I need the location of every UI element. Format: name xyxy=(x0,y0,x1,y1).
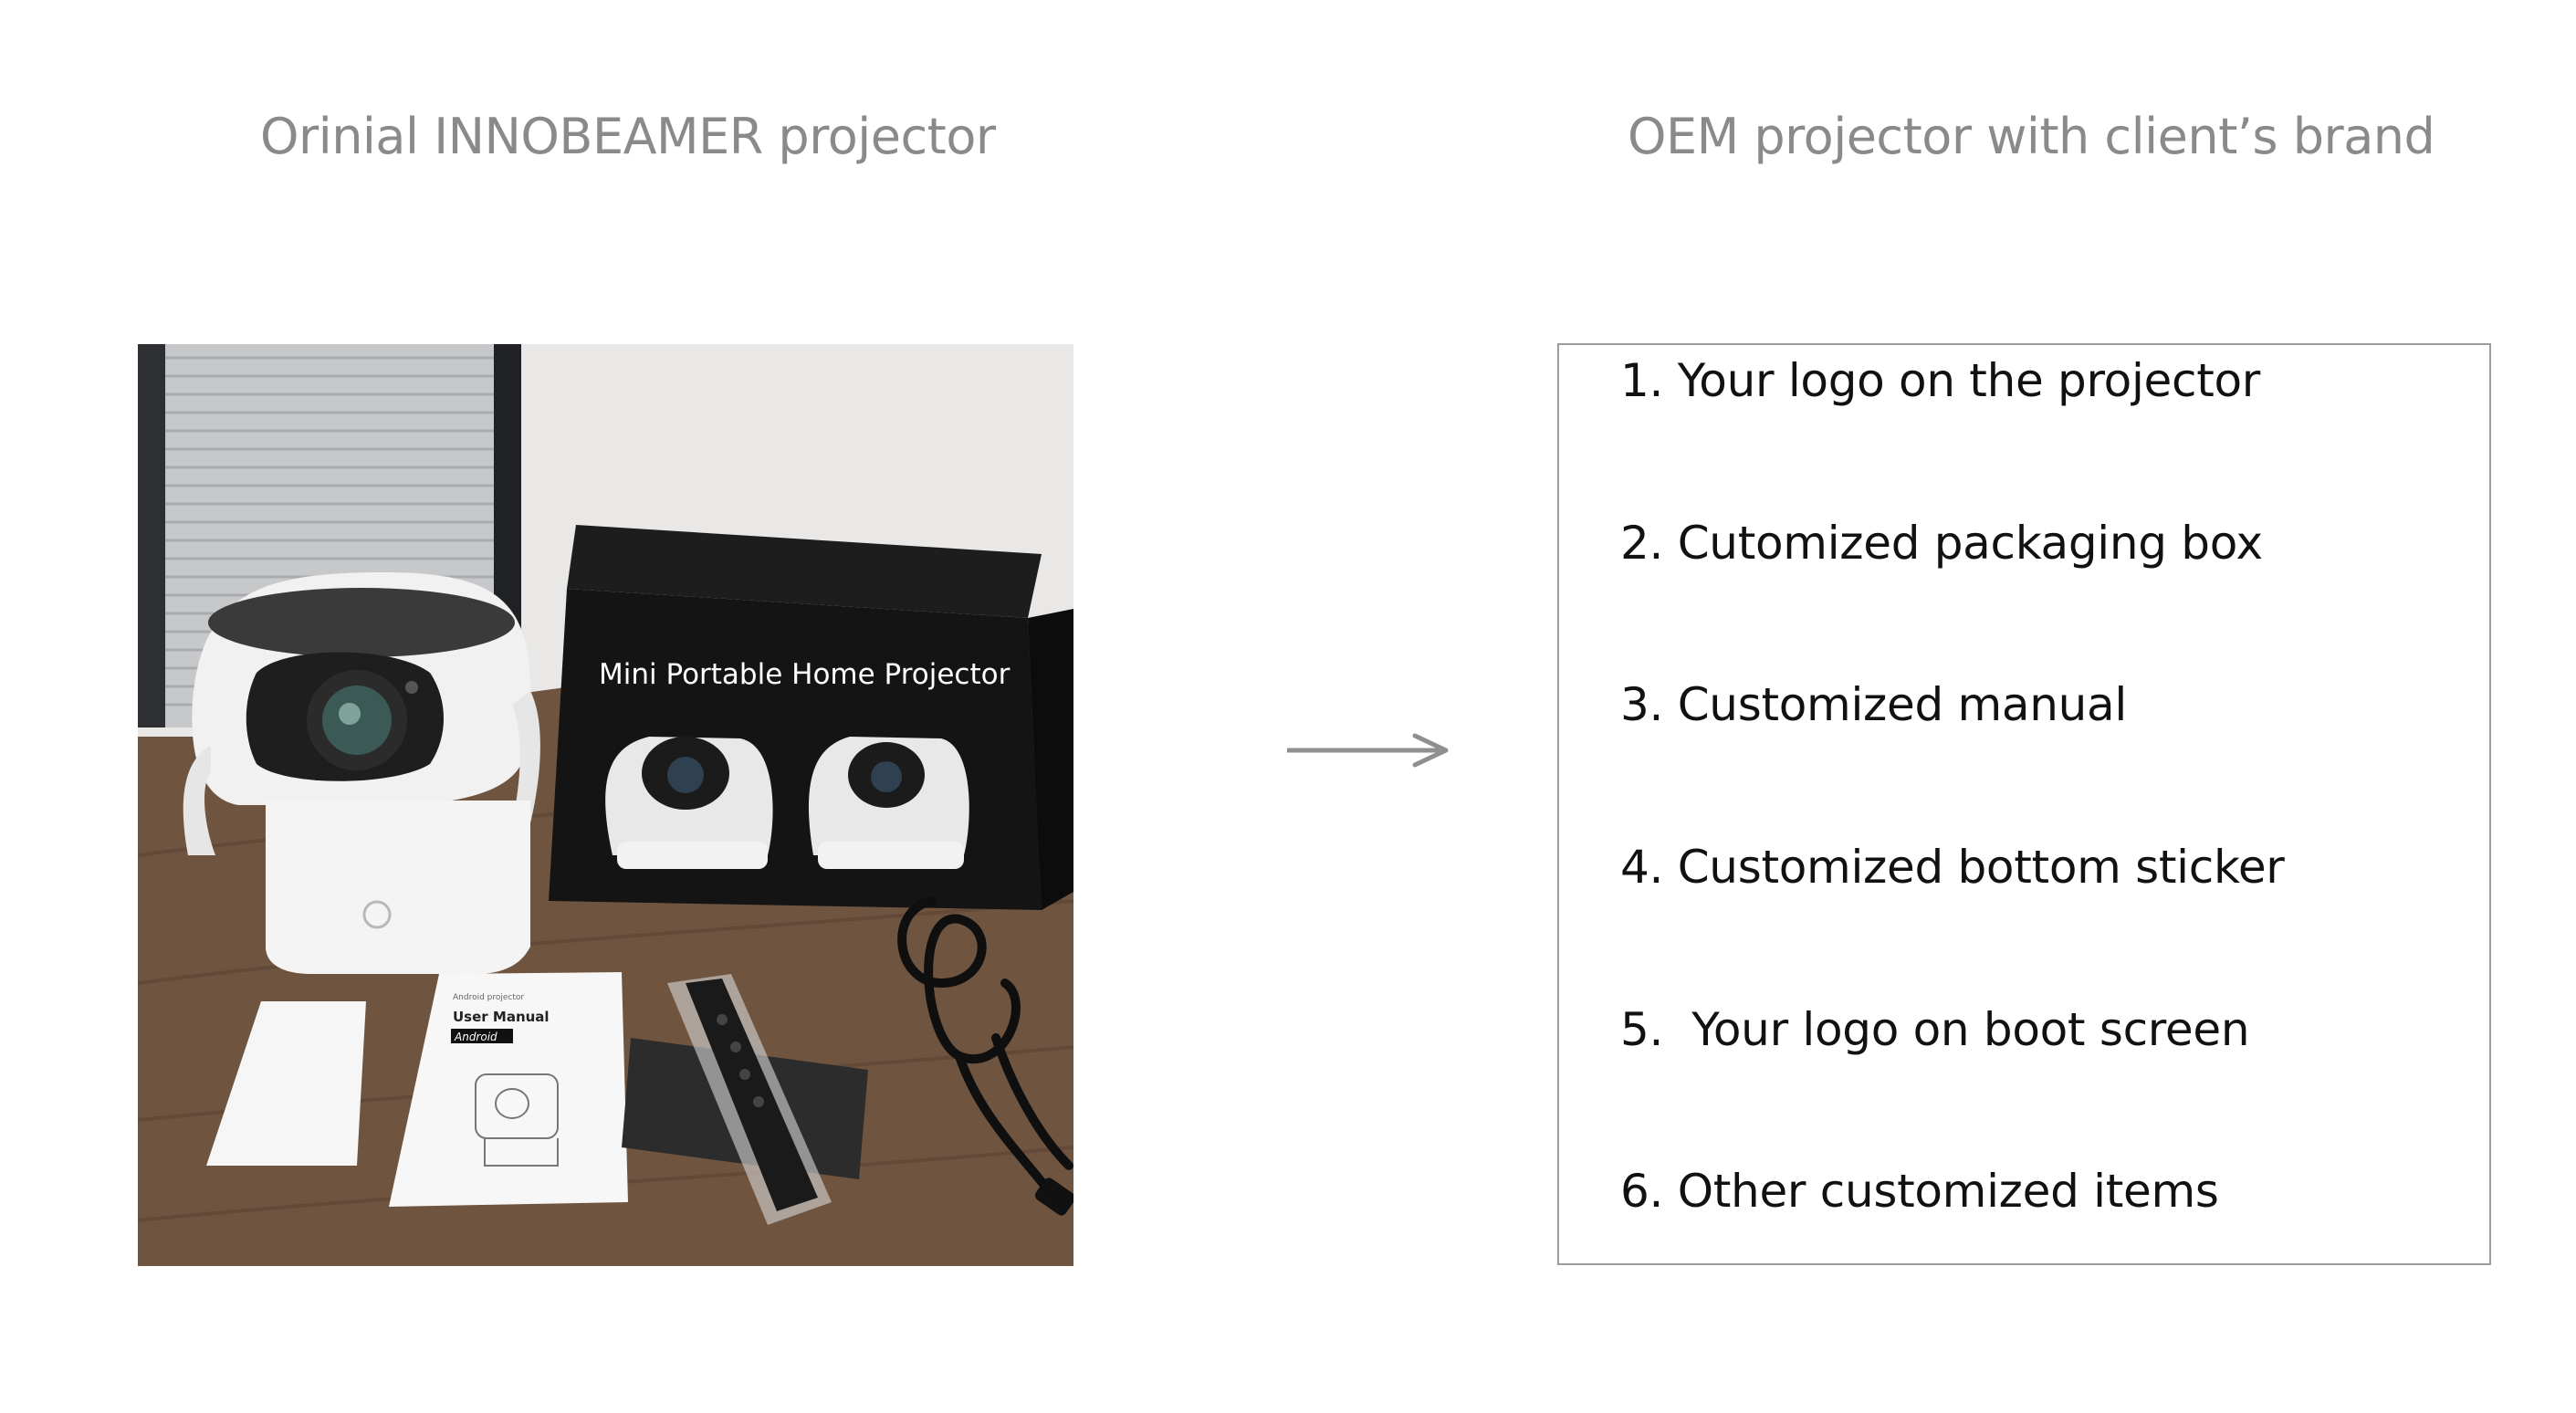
feature-item: 2. Cutomized packaging box xyxy=(1620,517,2263,570)
manual-small-text: Android projector xyxy=(453,993,524,1002)
feature-item: 1. Your logo on the projector xyxy=(1620,354,2261,407)
feature-item: 3. Customized manual xyxy=(1620,678,2127,731)
right-arrow-icon xyxy=(1287,733,1449,768)
box-label-text: Mini Portable Home Projector xyxy=(599,658,1011,691)
feature-item: 5. Your logo on boot screen xyxy=(1620,1003,2250,1056)
product-photo: Mini Portable Home Projector xyxy=(138,344,1073,1266)
features-panel: 1. Your logo on the projector 2. Cutomiz… xyxy=(1557,343,2491,1265)
original-projector-caption: Orinial INNOBEAMER projector xyxy=(260,108,996,165)
manual-title-text: User Manual xyxy=(453,1009,550,1025)
feature-item: 4. Customized bottom sticker xyxy=(1620,841,2285,894)
feature-item: 6. Other customized items xyxy=(1620,1165,2219,1218)
manual-badge-text: Android xyxy=(454,1031,497,1043)
oem-projector-caption: OEM projector with client’s brand xyxy=(1628,108,2435,165)
